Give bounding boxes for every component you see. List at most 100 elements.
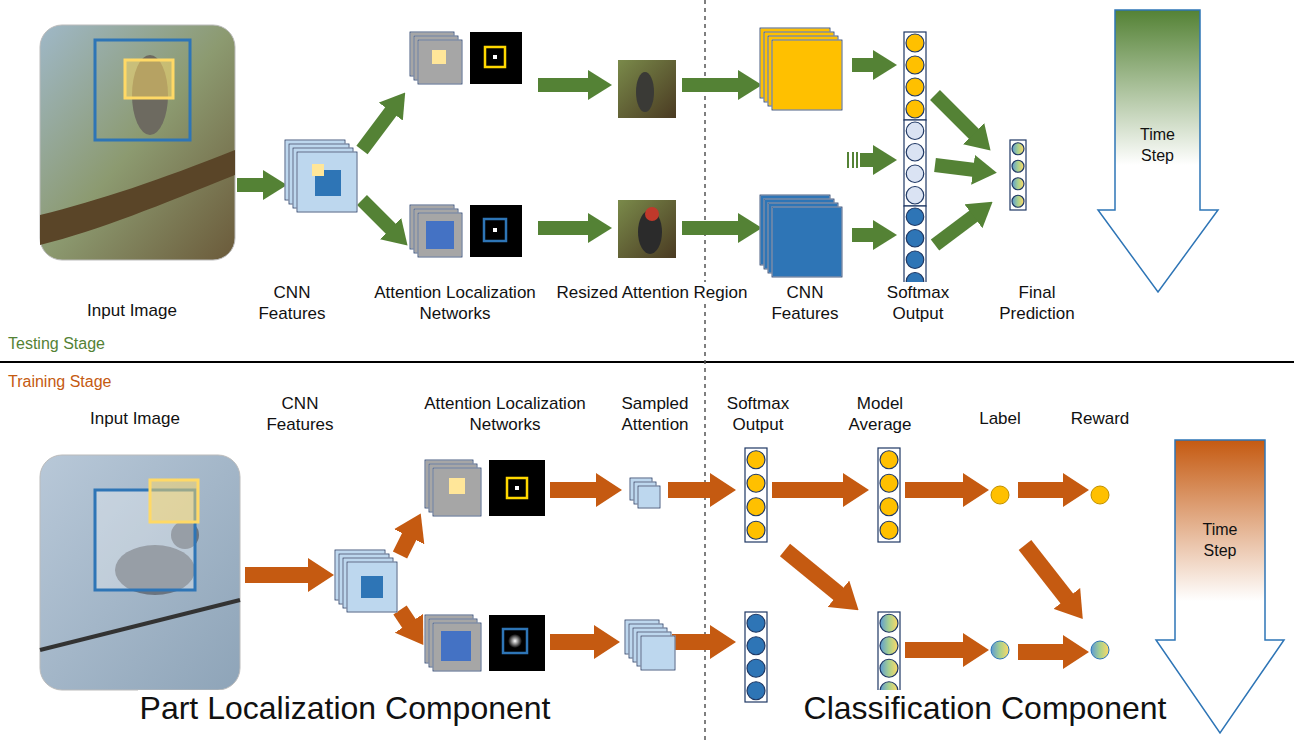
attention-stack	[425, 460, 481, 516]
attention-peak	[493, 55, 497, 59]
time-step-arrow: Time Step	[1175, 500, 1265, 580]
attention-map	[489, 460, 545, 516]
attention-map	[489, 615, 545, 671]
attention-stack-mark	[449, 478, 465, 494]
attention-stack-mark	[426, 221, 454, 249]
caption-label: CNN Features	[255, 282, 329, 324]
caption-label: Softmax Output	[716, 393, 800, 435]
prediction-column-unit	[1012, 143, 1024, 155]
attention-stack-layer	[418, 213, 462, 257]
softmax-column-unit	[747, 614, 765, 632]
cnn-feature-stack-edge	[297, 152, 357, 212]
caption-label: Reward	[1069, 408, 1132, 429]
cnn-feature-stack	[335, 550, 397, 612]
attention-box	[484, 219, 506, 241]
caption-label: CNN Features	[768, 282, 842, 324]
attention-stack-edge	[433, 468, 481, 516]
arrow-text: Time Step	[1134, 124, 1182, 166]
softmax-column-unit	[906, 187, 924, 205]
prediction-column-unit	[1012, 160, 1024, 172]
caption-label: Label	[977, 408, 1023, 429]
cnn-feature-stack-edge	[772, 207, 842, 277]
average-column	[878, 612, 900, 702]
caption-label: Model Average	[838, 393, 922, 435]
caption-label: Final Prediction	[990, 282, 1084, 324]
cnn-feature-mark	[312, 164, 324, 176]
caption-label: Resized Attention Region	[555, 282, 750, 303]
softmax-column-unit	[906, 56, 924, 74]
softmax-column-frame	[904, 120, 926, 206]
attention-stack-mark	[441, 631, 471, 661]
sampled-stack-layer	[638, 486, 660, 508]
caption-label: Input Image	[85, 300, 179, 321]
average-column-unit	[880, 521, 898, 539]
attention-stack-edge	[433, 623, 481, 671]
caption-label: CNN Features	[263, 393, 337, 435]
cnn-feature-stack-layer	[772, 40, 842, 110]
cnn-feature-stack	[760, 28, 842, 110]
prediction-column-unit	[1012, 178, 1024, 190]
caption-label: Testing Stage	[6, 334, 107, 354]
prediction-column-unit	[1012, 195, 1024, 207]
attention-stack-layer	[418, 40, 462, 84]
caption-label: Part Localization Component	[138, 690, 553, 726]
cnn-feature-stack-layer	[297, 152, 357, 212]
attention-blob	[508, 634, 522, 648]
softmax-column-frame	[745, 612, 767, 702]
softmax-column-unit	[906, 208, 924, 226]
softmax-column-unit	[906, 78, 924, 96]
attention-box	[503, 629, 527, 653]
softmax-column	[904, 32, 926, 120]
softmax-column-unit	[906, 230, 924, 248]
average-column-unit	[880, 637, 898, 655]
softmax-column	[745, 612, 767, 702]
arrow-text: Time Step	[1196, 519, 1244, 561]
attention-stack	[425, 615, 481, 671]
attention-box	[507, 478, 527, 498]
sampled-stack	[625, 620, 675, 670]
softmax-column-unit	[906, 165, 924, 183]
cnn-feature-stack-mark	[361, 576, 383, 598]
caption-label: Softmax Output	[876, 282, 960, 324]
softmax-column-unit	[747, 451, 765, 469]
softmax-column-frame	[904, 206, 926, 292]
time-step-arrow: Time Step	[1115, 105, 1200, 185]
average-column-unit	[880, 474, 898, 492]
sampled-stack-edge	[641, 636, 675, 670]
prediction-column	[1010, 140, 1026, 210]
caption-label: Sampled Attention	[613, 393, 697, 435]
softmax-column-unit	[747, 659, 765, 677]
cnn-feature-stack	[760, 195, 842, 277]
attention-stack	[410, 32, 462, 84]
caption-label: Input Image	[88, 408, 182, 429]
softmax-column-unit	[906, 251, 924, 269]
attention-stack-layer	[433, 623, 481, 671]
caption-label: Attention Localization Networks	[411, 393, 600, 435]
attention-stack-mark	[432, 50, 446, 64]
attention-map	[470, 32, 522, 84]
softmax-column-unit	[747, 474, 765, 492]
softmax-column-unit	[747, 498, 765, 516]
average-column-unit	[880, 498, 898, 516]
average-column	[878, 448, 900, 542]
attention-stack	[410, 205, 462, 257]
softmax-column-unit	[747, 682, 765, 700]
sampled-stack-layer	[641, 636, 675, 670]
attention-map	[470, 205, 522, 257]
cnn-feature-stack	[285, 140, 357, 212]
softmax-column-unit	[906, 122, 924, 140]
softmax-column-unit	[906, 34, 924, 52]
average-column-frame	[878, 448, 900, 542]
caption-label: Attention Localization Networks	[361, 282, 550, 324]
cnn-feature-stack-layer	[347, 562, 397, 612]
softmax-column	[904, 206, 926, 292]
average-column-frame	[878, 612, 900, 702]
attention-peak	[515, 486, 519, 490]
attention-stack-layer	[433, 468, 481, 516]
softmax-column	[745, 448, 767, 542]
average-column-unit	[880, 451, 898, 469]
cnn-feature-stack-edge	[772, 40, 842, 110]
softmax-column-unit	[747, 637, 765, 655]
attention-peak	[493, 228, 497, 232]
